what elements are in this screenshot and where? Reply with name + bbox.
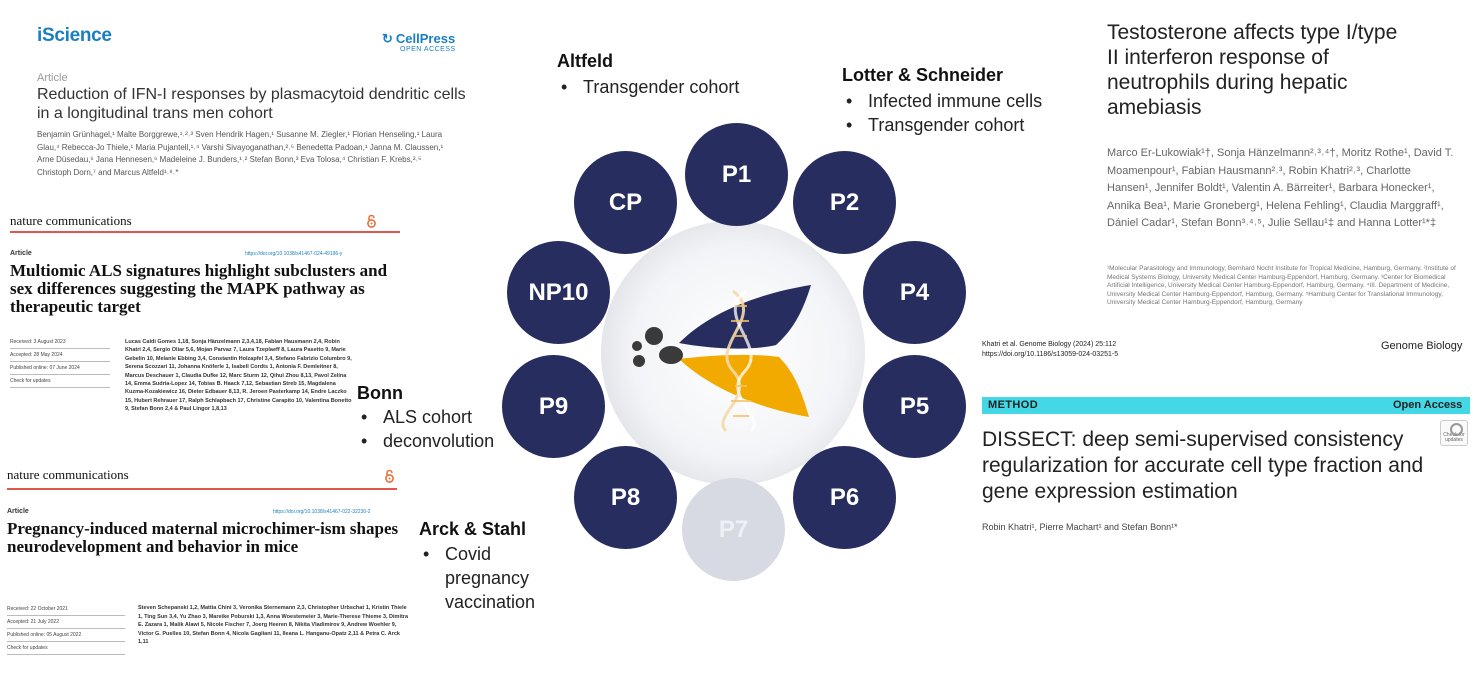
group-lotter-list: Infected immune cells Transgender cohort [842,89,1042,137]
ring-node-p4: P4 [863,241,966,344]
group-lotter-name: Lotter & Schneider [842,65,1004,85]
group-arck-list: Covid pregnancy vaccination [419,542,555,614]
paper4-doi-link[interactable]: https://doi.org/10.1186/s13059-024-03251… [982,351,1119,358]
paper1-title: Reduction of IFN-I responses by plasmacy… [37,86,466,122]
paper3-journal-name: nature communications [7,467,129,482]
paper3-dates: Received: 22 October 2021 Accepted: 21 J… [7,603,125,655]
cellpress-logo-icon: ↻ [382,31,393,46]
paper4-authors: Marco Er-Lukowiak¹†, Sonja Hänzelmann²˒³… [1107,147,1454,229]
group-item-text: Covid pregnancy vaccination [445,544,536,612]
accepted-date: Accepted: 21 July 2022 [7,616,125,629]
ring-node-p2: P2 [793,151,896,254]
group-bonn-name: Bonn [357,383,403,403]
paper1-publisher-logo: ↻CellPress [382,31,455,47]
paper2-title: Multiomic ALS signatures highlight subcl… [10,261,388,316]
paper2-journal-name: nature communications [10,213,132,228]
paper3-article-type: Article [7,508,29,515]
dna-logo-icon [632,285,811,433]
group-item: deconvolution [357,429,494,453]
center-sphere [601,221,865,485]
group-item: Transgender cohort [842,113,1042,137]
group-altfeld-list: Transgender cohort [557,75,739,99]
paper1-article-type: Article [37,72,68,84]
published-date: Published online: 07 June 2024 [10,362,110,375]
ring-node-p1: P1 [685,123,788,226]
journal-divider [7,488,397,490]
paper2-article-type: Article [10,250,32,257]
published-date: Published online: 05 August 2022 [7,629,125,642]
journal-divider [10,231,400,233]
ring-node-cp: CP [574,151,677,254]
check-updates-badge[interactable]: Check for updates [1440,420,1468,446]
paper5-header-bar [982,397,1470,414]
paper4-citation: Khatri et al. Genome Biology (2024) 25:1… [982,341,1117,348]
group-bonn-list: ALS cohort deconvolution [357,405,494,453]
paper2-dates: Received: 3 August 2023 Accepted: 28 May… [10,336,110,388]
paper3-doi-link[interactable]: https://doi.org/10.1038/s41467-022-32230… [273,509,371,515]
paper5-article-type: METHOD [988,399,1039,411]
paper1-open-access-label: OPEN ACCESS [400,46,456,53]
received-date: Received: 3 August 2023 [10,336,110,349]
paper3-title: Pregnancy-induced maternal microchimer-i… [7,519,399,556]
group-altfeld-name: Altfeld [557,51,613,71]
check-updates-link[interactable]: Check for updates [7,642,125,655]
ring-node-p6: P6 [793,446,896,549]
received-date: Received: 22 October 2021 [7,603,125,616]
paper4-journal-name: Genome Biology [1381,340,1463,352]
paper4-affiliations: ¹Molecular Parasitology and Immunology, … [1107,265,1456,307]
paper5-open-access-label: Open Access [1393,399,1463,411]
open-access-icon [385,469,394,483]
ring-node-p5: P5 [863,355,966,458]
paper5-authors: Robin Khatri¹, Pierre Machart¹ and Stefa… [982,522,1178,532]
paper5-title: DISSECT: deep semi-supervised consistenc… [982,428,1424,503]
group-item: ALS cohort [357,405,494,429]
paper4-title: Testosterone affects type I/type II inte… [1107,21,1398,119]
paper2-authors: Lucas Caldi Gomes 1,18, Sonja Hänzelmann… [125,339,352,413]
paper1-publisher-name: CellPress [395,31,456,46]
paper1-journal-name: iScience [37,25,112,46]
group-item: Transgender cohort [557,75,739,99]
ring-node-p8: P8 [574,446,677,549]
group-arck-name: Arck & Stahl [419,519,527,539]
accepted-date: Accepted: 28 May 2024 [10,349,110,362]
ring-node-p9: P9 [502,355,605,458]
paper2-doi-link[interactable]: https://doi.org/10.1038/s41467-024-49196… [245,251,343,257]
ring-node-p7: P7 [682,478,785,581]
group-item: Infected immune cells [842,89,1042,113]
group-item: Covid pregnancy vaccination [419,542,555,614]
open-access-icon [367,214,376,228]
paper3-authors: Steven Schepanski 1,2, Mattia Chini 3, V… [138,605,409,645]
ring-node-np10: NP10 [507,241,610,344]
paper1-authors: Benjamin Grünhagel,¹ Malte Borggrewe,¹˒²… [37,130,444,177]
check-updates-link[interactable]: Check for updates [10,375,110,388]
